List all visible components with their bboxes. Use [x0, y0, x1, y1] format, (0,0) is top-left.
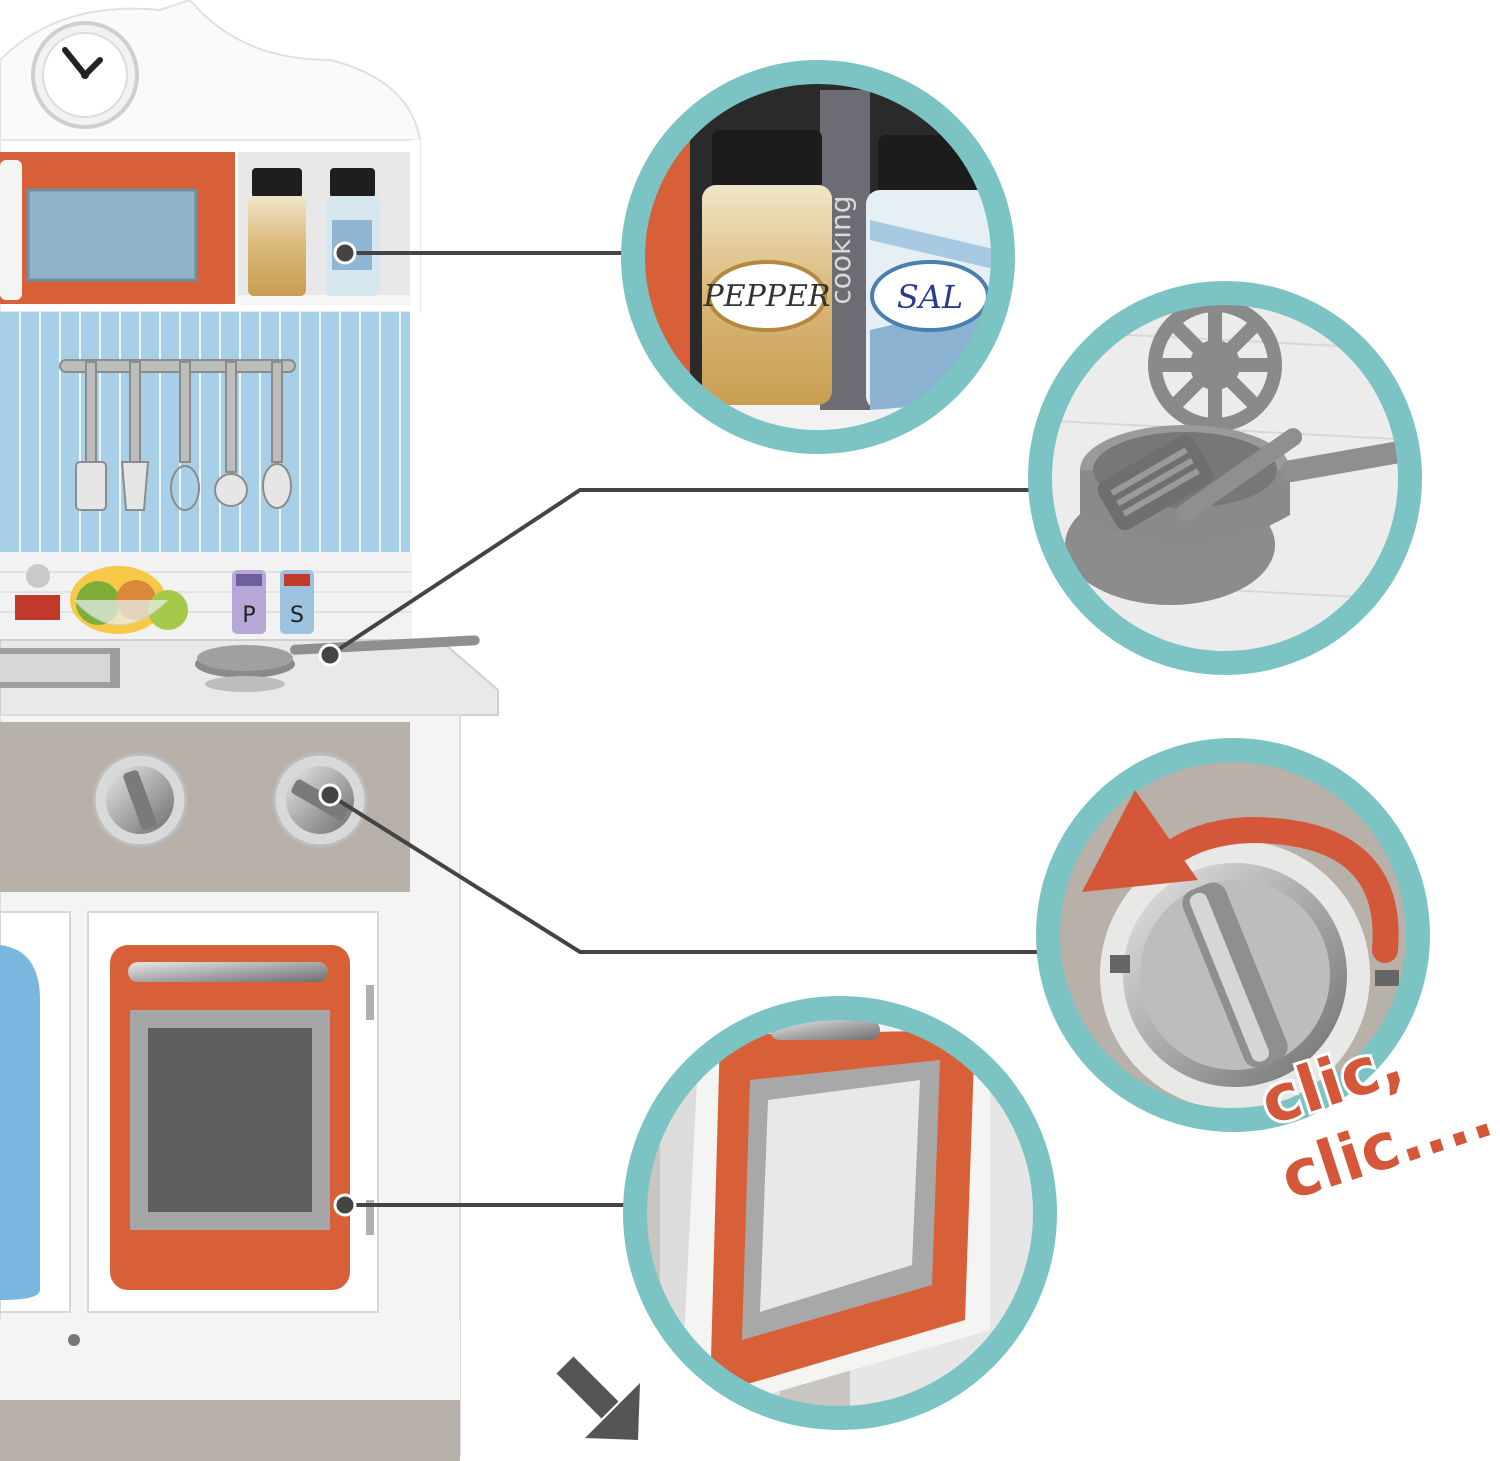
- curved-arrow-icon: [1082, 790, 1399, 963]
- zoom-circle-spices: cooking PEPPER SAL: [621, 60, 1015, 454]
- oven-knob-left[interactable]: [92, 752, 188, 848]
- clock-icon: [31, 21, 139, 129]
- zoom-circle-oven: [623, 996, 1057, 1430]
- shakers: P S: [232, 570, 314, 634]
- zoom-circle-pan: [1028, 281, 1422, 675]
- callout-dot-pan: [318, 643, 342, 667]
- callout-dot-knob: [318, 783, 342, 807]
- toy-kitchen: P S: [0, 0, 499, 1461]
- utensils-icon: [59, 359, 296, 511]
- shaker-p-label: P: [242, 603, 255, 628]
- down-right-arrow-icon: [556, 1356, 640, 1440]
- salt-jar-label: SAL: [897, 278, 963, 316]
- callout-dot-oven: [333, 1193, 357, 1217]
- fruit-bowl-icon: [70, 566, 188, 634]
- zoom-circle-knob: clic, clic....: [1036, 738, 1500, 1218]
- shaker-s-label: S: [290, 603, 304, 628]
- oven-door[interactable]: [110, 945, 350, 1290]
- pepper-jar-label: PEPPER: [703, 279, 831, 314]
- callout-dot-spices: [333, 241, 357, 265]
- callout-lines: [328, 251, 1050, 1207]
